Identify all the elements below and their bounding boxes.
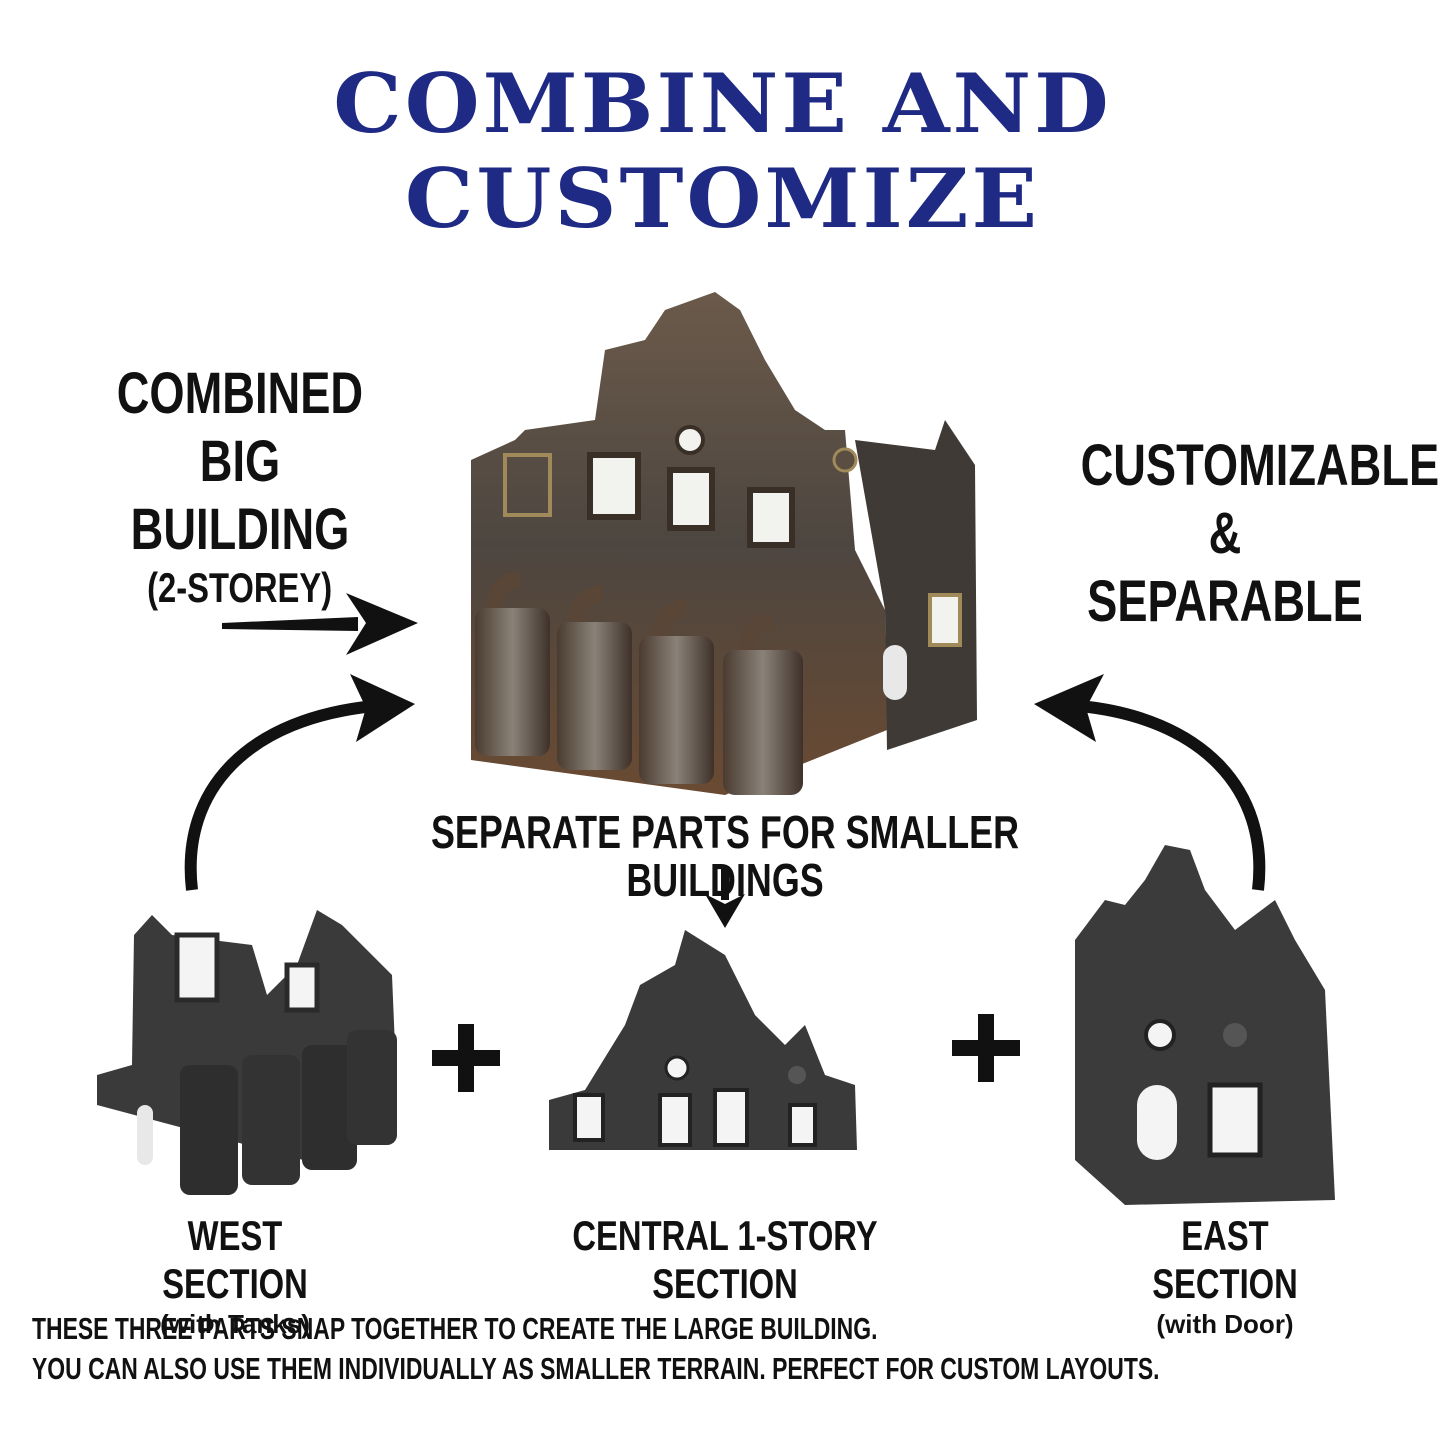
east-section-image [1065, 840, 1350, 1210]
footer-line-1: THESE THREE PARTS SNAP TOGETHER TO CREAT… [32, 1311, 878, 1346]
curved-arrow-right-icon [1020, 668, 1280, 898]
customizable-callout: CUSTOMIZABLE & SEPARABLE [1030, 432, 1440, 636]
plus-icon [950, 1012, 1022, 1084]
central-section-title: CENTRAL 1-STORY SECTION [572, 1212, 878, 1307]
callout-line-combined: COMBINED [116, 361, 364, 426]
arrow-down-icon [703, 866, 747, 932]
central-section-image [545, 925, 865, 1185]
page-title: COMBINE AND CUSTOMIZE [333, 56, 1112, 247]
east-section-note: (with Door) [1156, 1309, 1294, 1339]
callout-line-separable: & SEPARABLE [1087, 501, 1363, 634]
west-section-title: WEST SECTION [162, 1212, 308, 1307]
east-section-label: EAST SECTION (with Door) [1075, 1212, 1375, 1340]
curved-arrow-left-icon [170, 668, 430, 898]
footer-text: THESE THREE PARTS SNAP TOGETHER TO CREAT… [32, 1310, 1445, 1388]
combined-building-callout: COMBINED BIG BUILDING (2-STOREY) [60, 360, 420, 612]
west-section-image [92, 905, 402, 1210]
east-section-title: EAST SECTION [1152, 1212, 1298, 1307]
callout-line-big-building: BIG BUILDING [130, 429, 350, 562]
plus-icon [430, 1022, 502, 1094]
footer-line-2: YOU CAN ALSO USE THEM INDIVIDUALLY AS SM… [32, 1351, 1160, 1386]
west-section-note: (with Tanks) [160, 1309, 310, 1339]
arrow-right-icon [218, 585, 423, 665]
west-section-label: WEST SECTION (with Tanks) [80, 1212, 390, 1340]
combined-building-image [465, 290, 995, 800]
callout-line-storey: (2-STOREY) [147, 564, 333, 611]
callout-line-customizable: CUSTOMIZABLE [1080, 433, 1440, 498]
central-section-label: CENTRAL 1-STORY SECTION [470, 1212, 980, 1308]
